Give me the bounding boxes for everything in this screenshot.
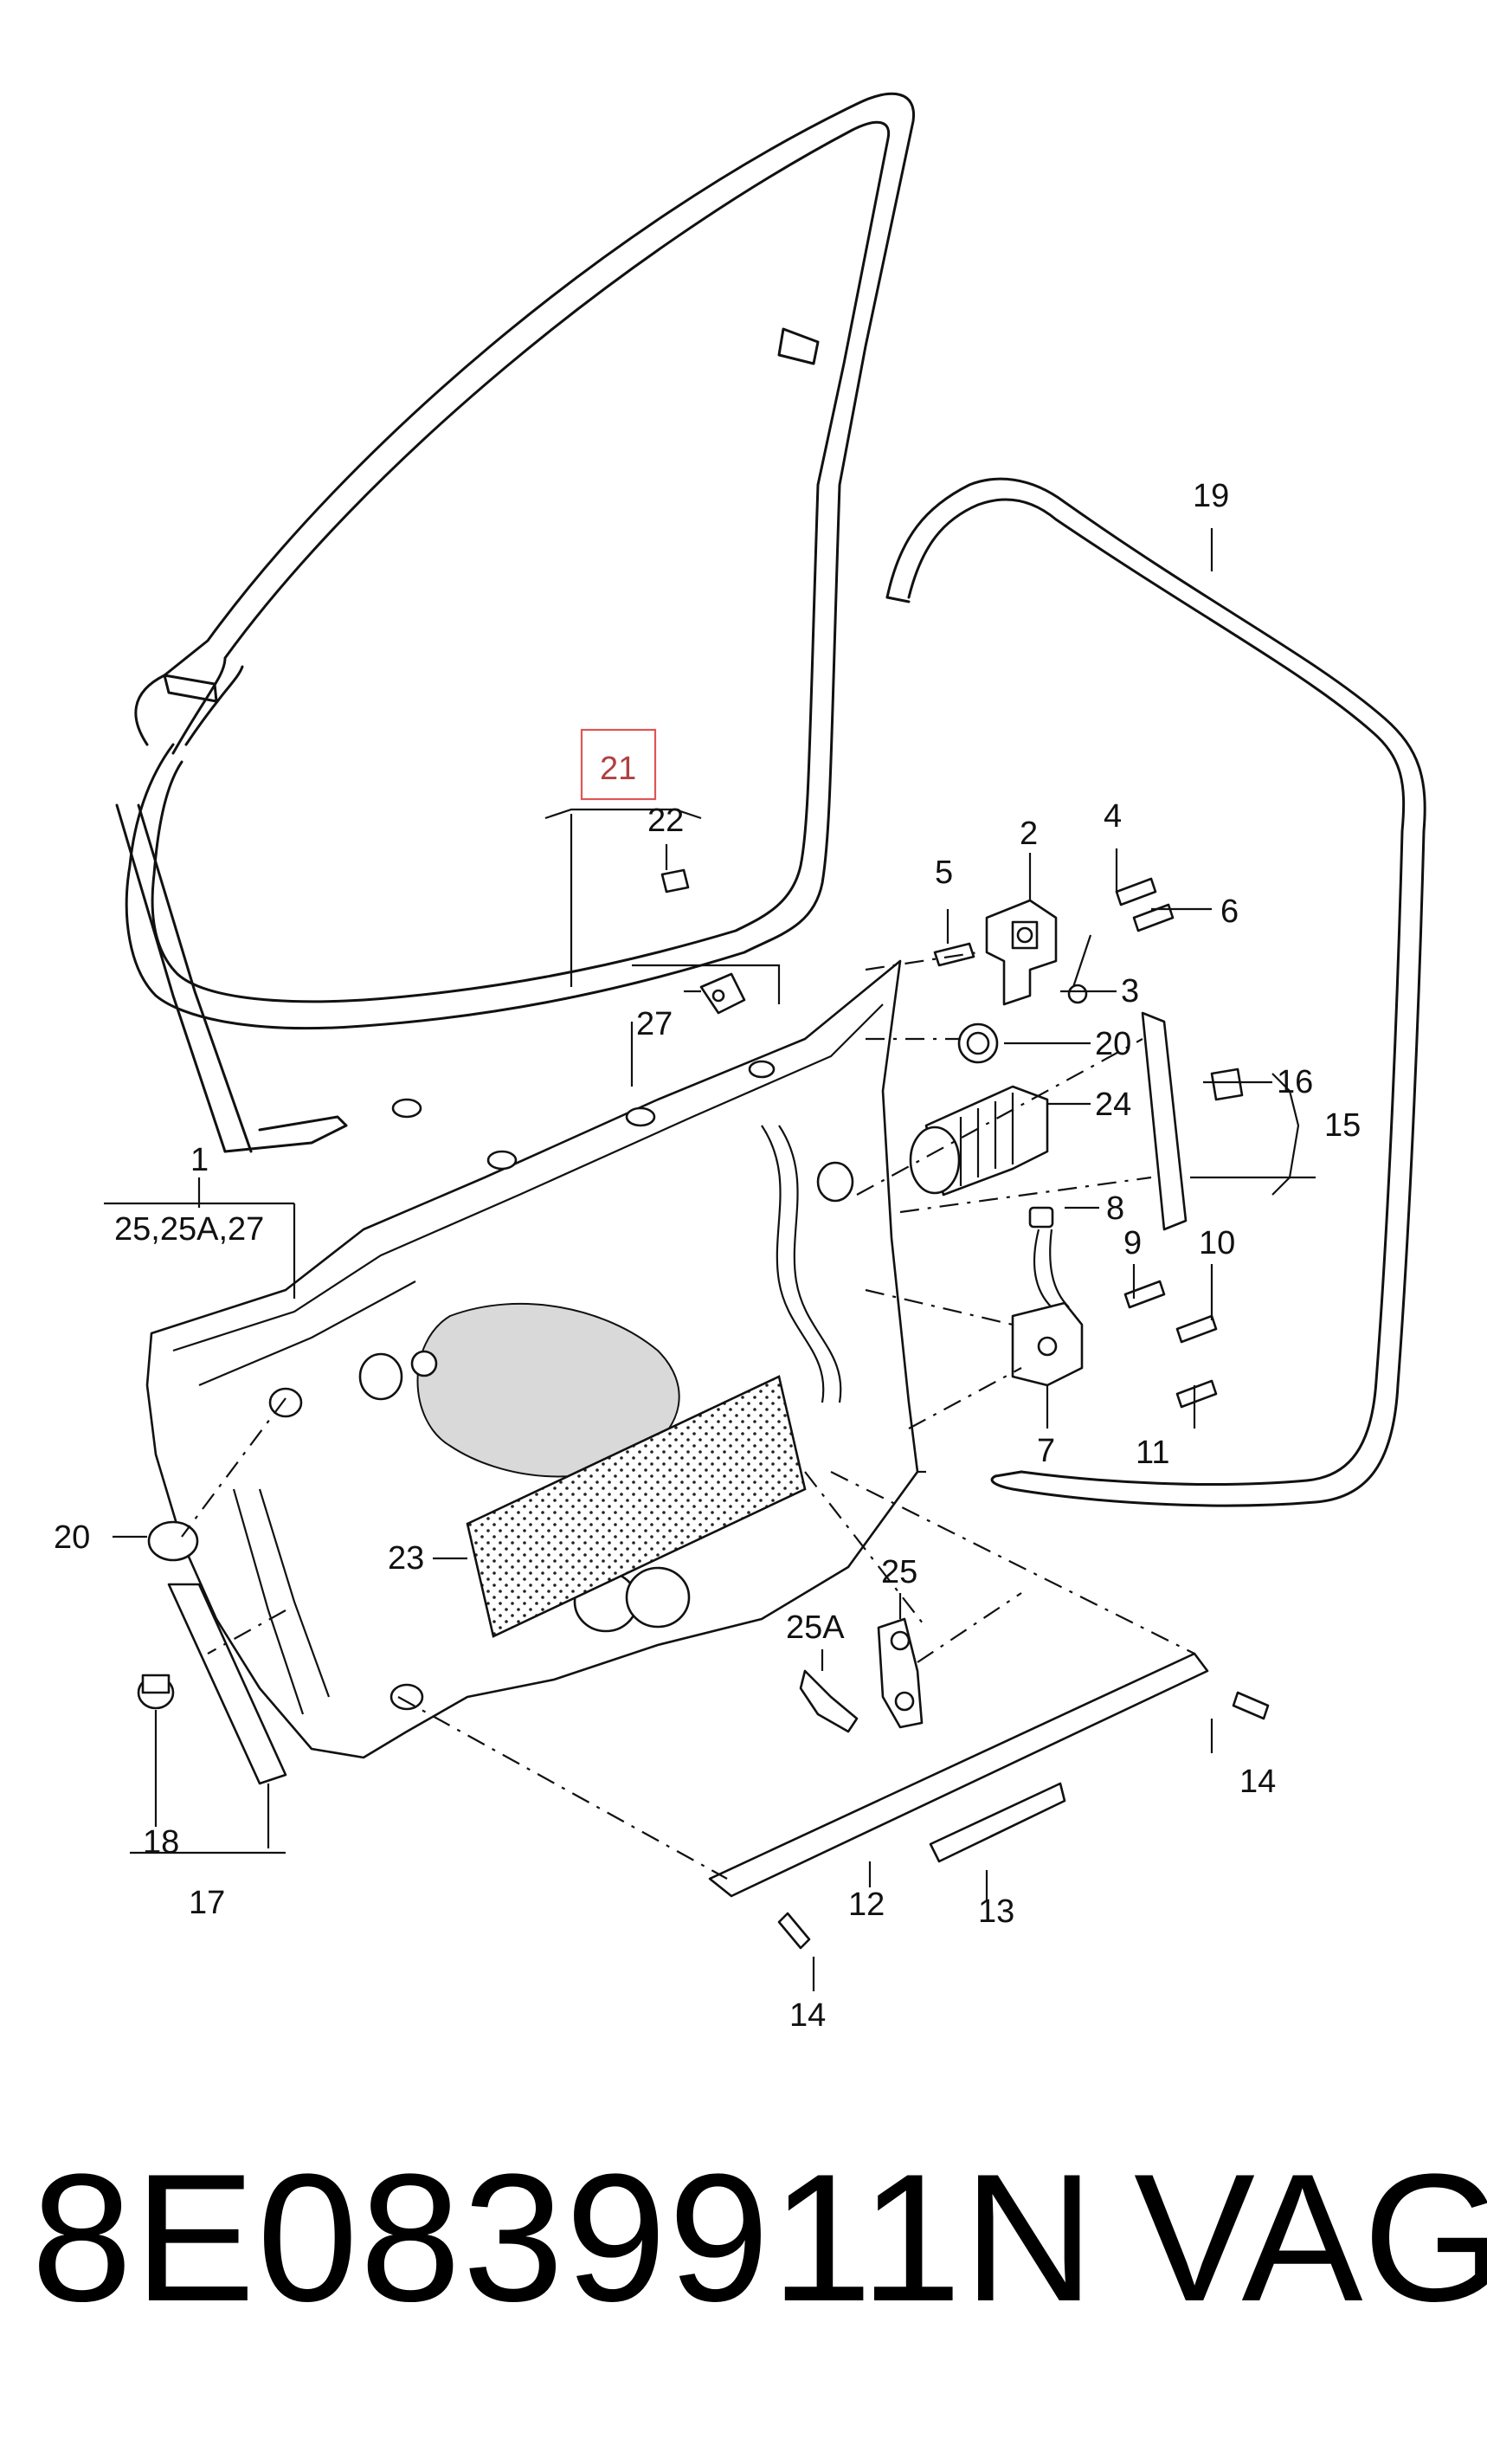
trim-strip-left [137,1583,287,1785]
upper-hinge [985,899,1058,1006]
callout-27: 27 [636,1006,673,1042]
callout-16: 16 [1277,1064,1313,1100]
callout-10: 10 [1199,1225,1235,1261]
callout-17: 17 [189,1885,225,1921]
callout-20-lower: 20 [54,1519,90,1556]
callout-18: 18 [143,1824,179,1861]
callout-5: 5 [935,855,953,891]
sill-strip [708,1652,1209,1898]
callout-15: 15 [1324,1107,1361,1144]
callout-7: 7 [1037,1433,1055,1469]
callout-20-upper: 20 [1095,1026,1131,1062]
callout-14-bottom: 14 [789,1997,826,2034]
callout-12: 12 [848,1887,885,1923]
door-panel [145,959,919,1759]
brand-name: VAG [1134,2136,1487,2339]
door-check-strap [1011,1206,1084,1387]
callout-4: 4 [1104,798,1122,835]
callout-22: 22 [647,803,684,839]
callout-1: 1 [190,1142,209,1178]
callout-6: 6 [1220,893,1239,930]
part-number: 8E0839911N [31,2136,1097,2339]
callout-23: 23 [388,1540,424,1577]
callout-8: 8 [1106,1190,1124,1227]
bolts [777,877,1270,1950]
callout-13: 13 [978,1893,1014,1930]
door-seal [885,477,1426,1507]
callout-9: 9 [1123,1225,1142,1261]
assembly-lines [181,951,1195,1880]
callout-1-subparts: 25,25A,27 [114,1211,264,1248]
callout-labels: 21 22 27 2 4 5 6 3 20 24 16 15 19 8 9 10… [54,478,1361,2034]
wiring-grommet [909,1085,1049,1197]
callout-19: 19 [1193,478,1229,514]
leader-lines [104,528,1316,1991]
guide-rail [1141,1011,1188,1231]
brackets [660,868,924,1733]
window-frame-seal [115,92,916,1153]
insulation-mat [466,1375,807,1638]
callout-25a: 25A [786,1609,845,1646]
callout-11: 11 [1136,1435,1169,1471]
highlight-box [580,728,657,801]
callout-24: 24 [1095,1087,1131,1123]
callout-3: 3 [1121,973,1139,1009]
callout-21: 21 [600,751,636,787]
callout-14-right: 14 [1239,1764,1276,1800]
callout-2: 2 [1020,816,1038,852]
callout-25: 25 [881,1554,917,1590]
